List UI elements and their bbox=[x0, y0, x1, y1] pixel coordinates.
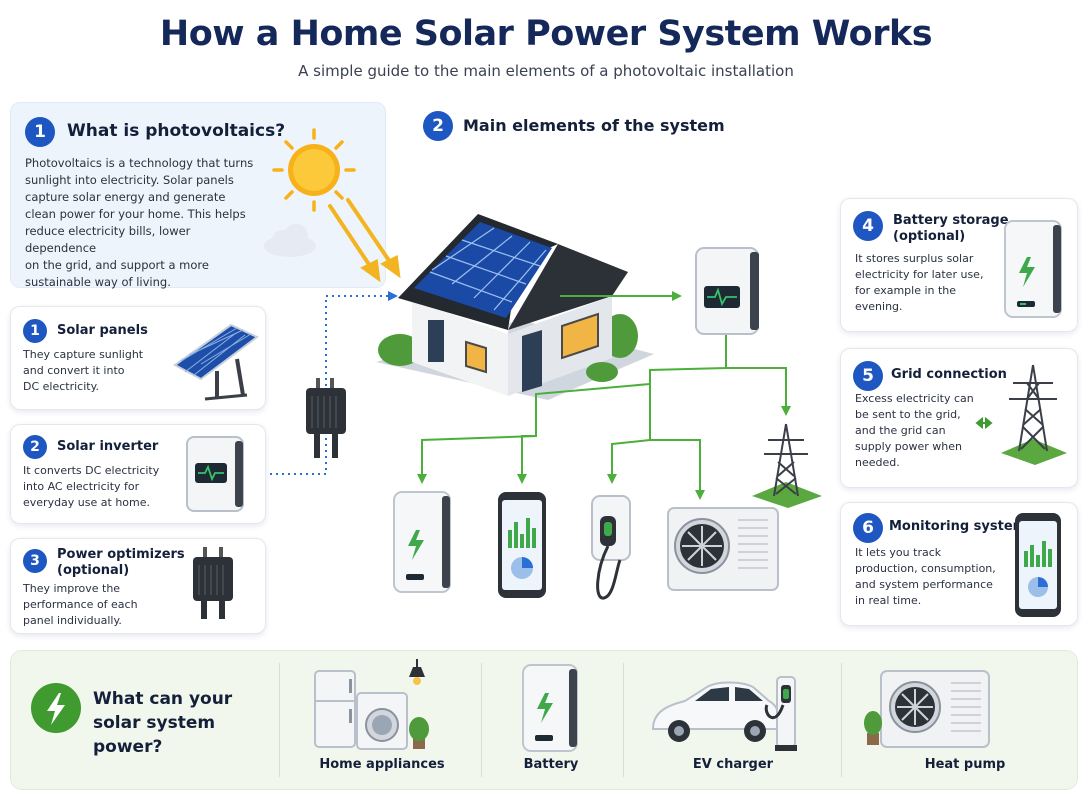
lightning-icon bbox=[31, 683, 81, 733]
transmission-tower-icon bbox=[752, 423, 822, 508]
grid-connection-card: 5 Grid connection Excess electricity can… bbox=[840, 348, 1078, 488]
intro-card: 1 What is photovoltaics? Photovoltaics i… bbox=[10, 102, 386, 289]
bottom-item-label: Heat pump bbox=[924, 757, 1006, 772]
battery-icon bbox=[1004, 220, 1062, 318]
card-number-badge: 1 bbox=[23, 319, 47, 343]
solar-inverter-card: 2 Solar inverter It converts DC electric… bbox=[10, 424, 266, 524]
power-optimizers-card: 3 Power optimizers(optional) They improv… bbox=[10, 538, 266, 634]
bottom-item-label: Battery bbox=[523, 757, 579, 772]
house-icon bbox=[376, 214, 654, 400]
dc-flow-arrowhead bbox=[388, 291, 398, 301]
heat-pump-icon bbox=[864, 670, 990, 748]
bottom-item-label: Home appliances bbox=[319, 757, 445, 772]
divider bbox=[841, 663, 842, 777]
card-title: Solar inverter bbox=[57, 439, 159, 454]
card-number-badge: 5 bbox=[853, 361, 883, 391]
heat-pump-icon bbox=[667, 507, 779, 591]
optimizer-icon bbox=[193, 547, 233, 619]
ac-flow-arrowheads bbox=[417, 291, 791, 500]
intro-title: What is photovoltaics? bbox=[67, 121, 286, 141]
smartphone-monitor-icon bbox=[1015, 513, 1061, 617]
intro-text: Photovoltaics is a technology that turns… bbox=[25, 156, 254, 289]
battery-icon bbox=[522, 664, 578, 752]
battery-storage-card: 4 Battery storage(optional) It stores su… bbox=[840, 198, 1078, 332]
home-appliances-icon bbox=[314, 659, 429, 750]
optimizer-icon bbox=[306, 378, 346, 458]
section2-number-badge: 2 bbox=[423, 111, 453, 141]
section2-title: Main elements of the system bbox=[463, 116, 725, 135]
inverter-icon bbox=[186, 436, 244, 512]
page-subtitle: A simple guide to the main elements of a… bbox=[298, 62, 794, 80]
page-title: How a Home Solar Power System Works bbox=[159, 14, 933, 54]
intro-number-badge: 1 bbox=[25, 117, 55, 147]
divider bbox=[279, 663, 280, 777]
smartphone-monitor-icon bbox=[498, 492, 546, 598]
solar-panel-icon bbox=[173, 323, 259, 401]
divider bbox=[623, 663, 624, 777]
ac-flow-lines bbox=[421, 295, 787, 490]
card-number-badge: 4 bbox=[853, 211, 883, 241]
card-title: Solar panels bbox=[57, 323, 148, 338]
card-title: Monitoring system bbox=[889, 519, 1027, 534]
card-number-badge: 2 bbox=[23, 435, 47, 459]
ev-charger-icon bbox=[591, 495, 631, 600]
card-title: Power optimizers(optional) bbox=[57, 547, 185, 578]
card-number-badge: 3 bbox=[23, 549, 47, 573]
divider bbox=[481, 663, 482, 777]
transmission-tower-icon bbox=[975, 364, 1067, 465]
card-number-badge: 6 bbox=[853, 513, 883, 543]
card-title: Battery storage(optional) bbox=[893, 213, 1009, 244]
battery-icon bbox=[393, 491, 451, 593]
dc-flow-line bbox=[270, 295, 388, 475]
card-title: Grid connection bbox=[891, 367, 1007, 382]
bottom-item-label: EV charger bbox=[692, 757, 774, 772]
inverter-icon bbox=[695, 247, 759, 335]
ev-charger-icon bbox=[651, 676, 797, 751]
